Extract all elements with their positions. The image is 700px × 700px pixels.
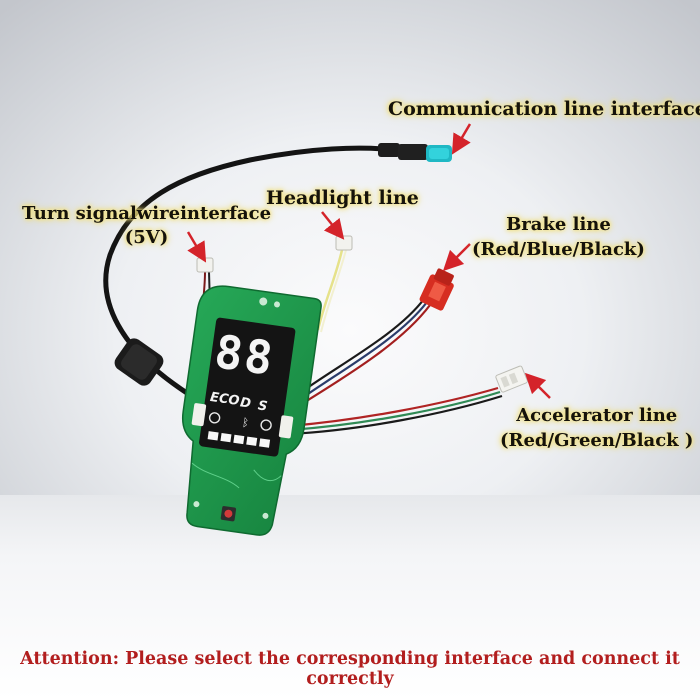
bluetooth-icon: ᛒ: [241, 416, 249, 430]
attention-notice: Attention: Please select the correspondi…: [20, 649, 680, 689]
label-headlight-line: Headlight line: [266, 187, 419, 209]
controller-pcb: ᛒ: [181, 285, 322, 536]
mode-d: D: [239, 395, 252, 412]
communication-connector: [378, 143, 452, 162]
label-turn-signal-line2: (5V): [124, 227, 169, 248]
label-turn-signal: Turn signalwireinterface (5V): [22, 202, 271, 250]
label-turn-signal-line1: Turn signalwireinterface: [22, 203, 272, 224]
label-brake-line1: Brake line: [506, 214, 611, 235]
label-brake-line: Brake line (Red/Blue/Black): [472, 212, 645, 262]
accelerator-connector: [495, 365, 528, 393]
battery-level-bars: [207, 431, 271, 448]
brake-connector: [419, 268, 454, 311]
cruise-icon: [260, 419, 272, 431]
speed-digits: 88: [211, 324, 278, 386]
headlight-icon: [208, 412, 221, 424]
accelerator-wire-red: [289, 386, 499, 428]
communication-cable: [103, 145, 398, 398]
label-communication-line: Communication line interface: [388, 98, 700, 120]
headlight-connector: [335, 235, 353, 251]
accelerator-wire-black: [289, 394, 503, 436]
label-brake-line2: (Red/Blue/Black): [472, 239, 645, 260]
floor-reflection: [0, 495, 700, 700]
brake-wire-red: [291, 304, 431, 411]
turn-signal-connector: [196, 257, 214, 273]
lcd-display: [199, 317, 296, 457]
label-accelerator-line: Accelerator line (Red/Green/Black ): [500, 403, 693, 453]
accelerator-wire-green: [289, 390, 501, 432]
label-accelerator-line2: (Red/Green/Black ): [500, 430, 694, 451]
headlight-wire: [316, 249, 344, 331]
label-accelerator-line1: Accelerator line: [516, 405, 678, 426]
